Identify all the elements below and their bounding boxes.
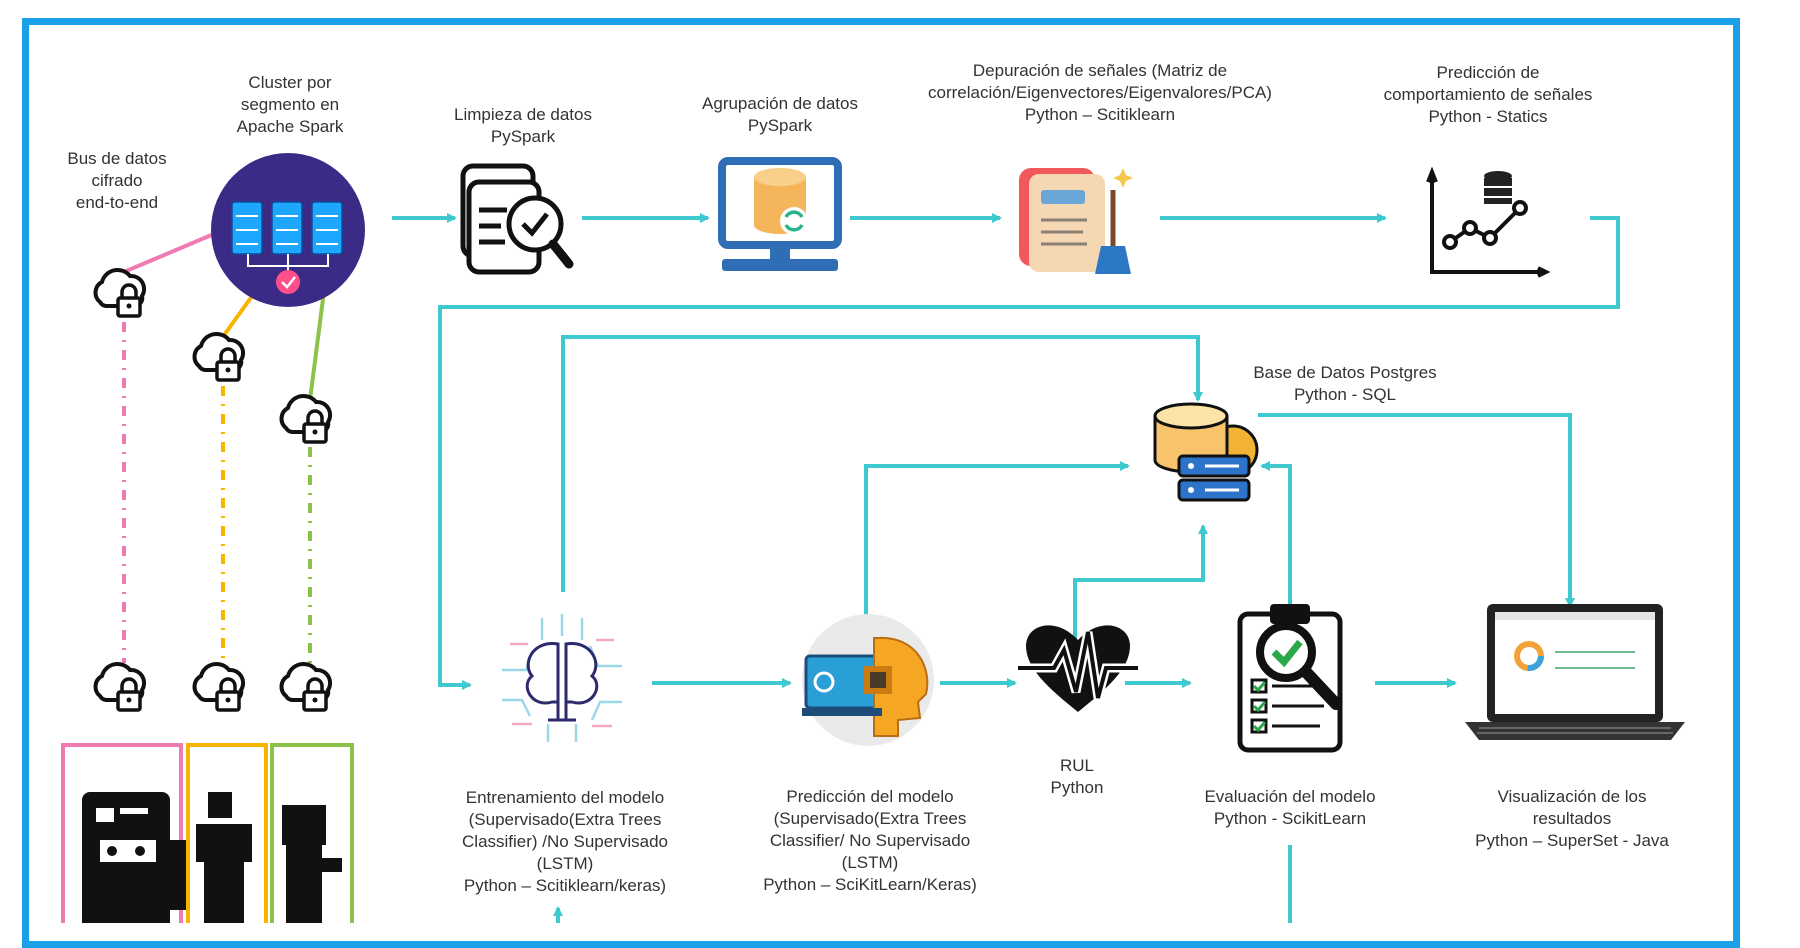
visualization-label: Visualización de los resultados Python –…: [1475, 787, 1669, 850]
prediction-signals-label: Predicción de comportamiento de señales …: [1383, 63, 1593, 126]
architecture-diagram: [61, 153, 1685, 923]
heartbeat-icon: [1018, 625, 1138, 712]
monitor-database-icon: [718, 157, 842, 271]
laptop-dashboard-icon: [1465, 604, 1685, 740]
clipboard-magnifier-icon: [1237, 604, 1343, 753]
cluster-label: Cluster por segmento en Apache Spark: [236, 73, 344, 136]
server-cluster-icon: [211, 153, 365, 307]
pink-arrow: [123, 225, 231, 274]
flow-connectors: [392, 213, 1620, 923]
document-search-icon: [460, 163, 574, 275]
debug-label: Depuración de señales (Matriz de correla…: [928, 61, 1272, 124]
document-broom-icon: [1019, 168, 1133, 274]
database-server-gear-icon: [1153, 402, 1259, 502]
cloud-lock-icon: [192, 331, 246, 382]
cloud-lock-icon: [279, 661, 333, 712]
cloud-lock-icon: [279, 393, 333, 444]
training-label: Entrenamiento del modelo (Supervisado(Ex…: [462, 788, 668, 895]
line-chart-database-icon: [1426, 166, 1551, 278]
cleaning-label: Limpieza de datos PySpark: [454, 105, 592, 146]
database-label: Base de Datos Postgres Python - SQL: [1253, 363, 1437, 404]
industrial-machine-icon: [61, 743, 354, 923]
brain-circuit-icon: [490, 608, 634, 752]
grouping-label: Agrupación de datos PySpark: [702, 94, 858, 135]
bus-label: Bus de datos cifrado end-to-end: [67, 149, 167, 212]
cloud-lock-icon: [93, 267, 147, 318]
evaluation-label: Evaluación del modelo Python - ScikitLea…: [1204, 787, 1376, 828]
cloud-lock-icon: [93, 661, 147, 712]
head-chip-icon: [802, 614, 934, 746]
cloud-lock-icon: [192, 661, 246, 712]
rul-label: RUL Python: [1050, 756, 1104, 797]
model-prediction-label: Predicción del modelo (Supervisado(Extra…: [763, 787, 977, 894]
